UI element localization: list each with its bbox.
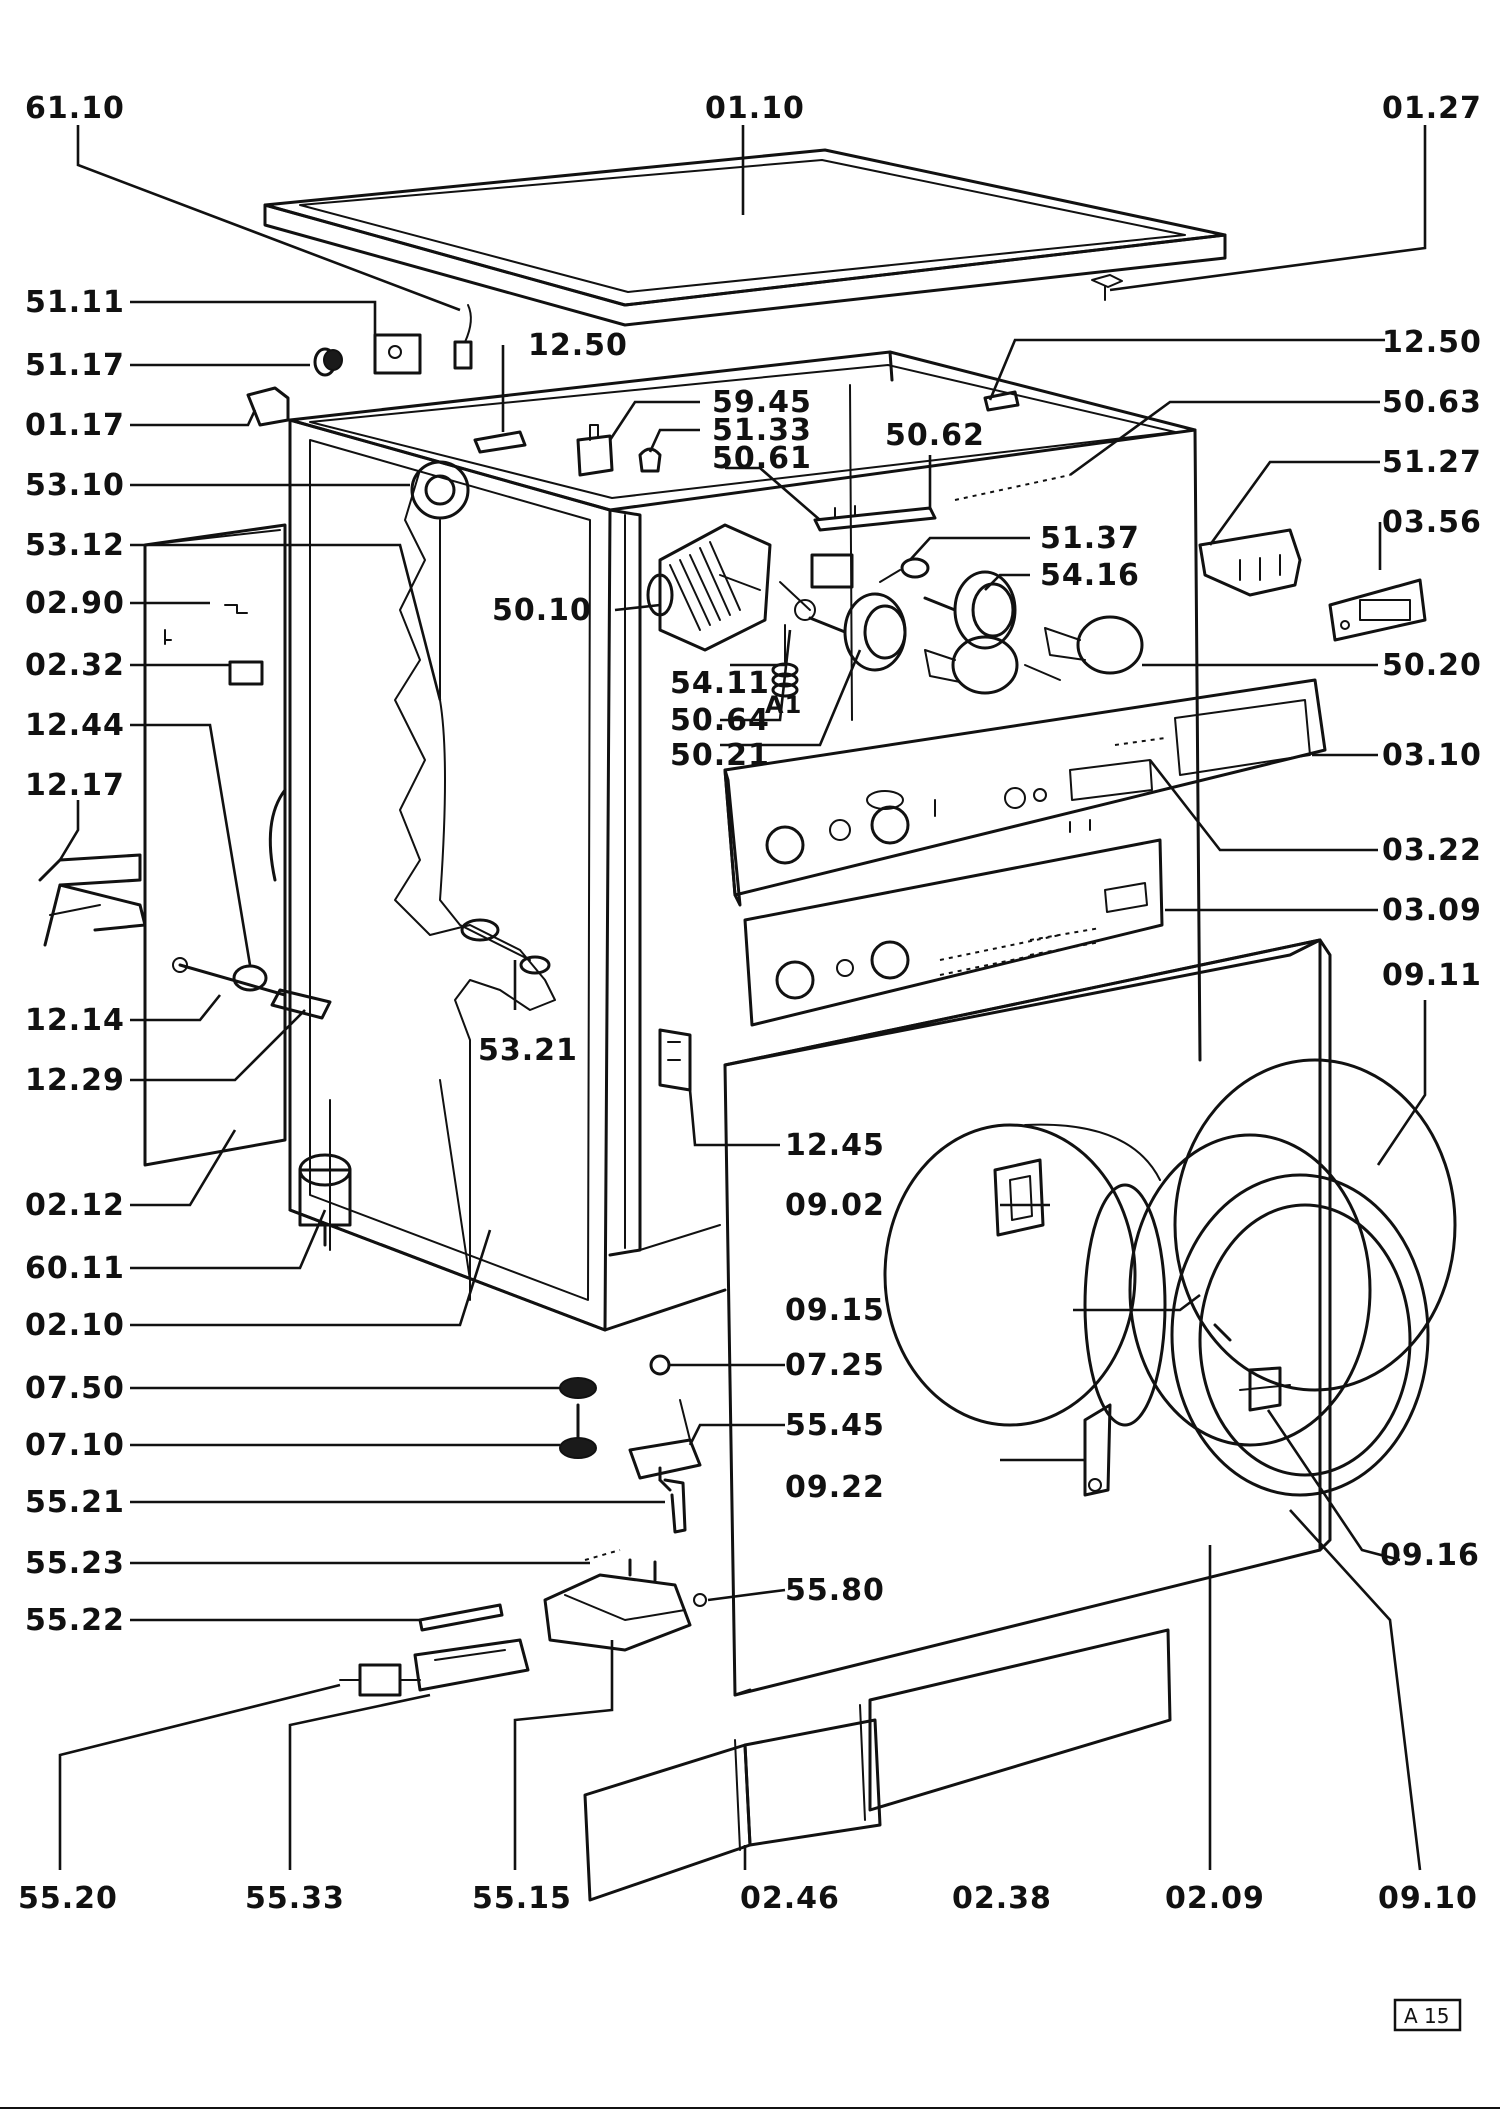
kickplates — [583, 1628, 1172, 1902]
hinge — [658, 1028, 692, 1092]
label-02-90: 02.90 — [25, 586, 125, 621]
label-02-32: 02.32 — [25, 648, 125, 683]
label-01-17: 01.17 — [25, 408, 125, 443]
label-09-11: 09.11 — [1382, 958, 1482, 993]
callout-labels: 61.10 01.10 01.27 51.11 51.17 01.17 53.1… — [18, 91, 1482, 1916]
page-badge: A 15 — [1393, 1998, 1462, 2032]
label-55-21: 55.21 — [25, 1485, 125, 1520]
label-55-15: 55.15 — [472, 1881, 572, 1916]
control-rods — [813, 474, 1071, 532]
label-09-15: 09.15 — [785, 1293, 885, 1328]
door-link — [1083, 1403, 1112, 1497]
label-51-27: 51.27 — [1382, 445, 1482, 480]
label-50-10: 50.10 — [492, 593, 592, 628]
feet — [559, 1354, 671, 1459]
label-09-16: 09.16 — [1380, 1538, 1480, 1573]
label-55-20: 55.20 — [18, 1881, 118, 1916]
label-51-11: 51.11 — [25, 285, 125, 320]
hinge-parts — [172, 957, 332, 1020]
label-50-61: 50.61 — [712, 441, 812, 476]
label-12-50-right: 12.50 — [1382, 325, 1482, 360]
label-12-17: 12.17 — [25, 768, 125, 803]
fascia-panel — [743, 838, 1164, 1027]
door-assembly — [1083, 1058, 1457, 1497]
label-03-22: 03.22 — [1382, 833, 1482, 868]
label-50-20: 50.20 — [1382, 648, 1482, 683]
label-51-37: 51.37 — [1040, 521, 1140, 556]
parts-artwork — [38, 148, 1457, 1902]
cabinet — [288, 350, 1202, 1332]
label-55-80: 55.80 — [785, 1573, 885, 1608]
connector-block — [1198, 528, 1302, 597]
label-02-46: 02.46 — [740, 1881, 840, 1916]
label-02-38: 02.38 — [952, 1881, 1052, 1916]
label-09-22: 09.22 — [785, 1470, 885, 1505]
label-50-62: 50.62 — [885, 418, 985, 453]
label-03-56: 03.56 — [1382, 505, 1482, 540]
label-53-12: 53.12 — [25, 528, 125, 563]
control-knobs — [808, 570, 1144, 695]
label-a1: A1 — [765, 691, 802, 719]
front-panel — [723, 938, 1332, 1697]
top-clips — [473, 390, 1020, 477]
label-54-11: 54.11 — [670, 666, 770, 701]
label-07-10: 07.10 — [25, 1428, 125, 1463]
door-latch-parts — [339, 1399, 707, 1697]
pressure-switch — [410, 460, 551, 975]
label-01-10: 01.10 — [705, 91, 805, 126]
door-lock — [993, 1158, 1045, 1237]
cutaway-edge — [394, 469, 556, 1301]
label-09-10: 09.10 — [1378, 1881, 1478, 1916]
label-50-64: 50.64 — [670, 703, 770, 738]
label-59-45: 59.45 — [712, 385, 812, 420]
lid-clip — [1091, 274, 1123, 301]
label-51-17: 51.17 — [25, 348, 125, 383]
label-12-50-left: 12.50 — [528, 328, 628, 363]
label-53-21: 53.21 — [478, 1033, 578, 1068]
label-12-45: 12.45 — [785, 1128, 885, 1163]
label-50-21: 50.21 — [670, 738, 770, 773]
control-panel — [723, 678, 1327, 907]
bracket — [38, 853, 147, 947]
label-03-10: 03.10 — [1382, 738, 1482, 773]
selector-switch — [779, 553, 930, 621]
label-02-09: 02.09 — [1165, 1881, 1265, 1916]
label-55-22: 55.22 — [25, 1603, 125, 1638]
label-54-16: 54.16 — [1040, 558, 1140, 593]
label-55-33: 55.33 — [245, 1881, 345, 1916]
label-02-12: 02.12 — [25, 1188, 125, 1223]
label-55-45: 55.45 — [785, 1408, 885, 1443]
label-55-23: 55.23 — [25, 1546, 125, 1581]
label-09-02: 09.02 — [785, 1188, 885, 1223]
label-02-10: 02.10 — [25, 1308, 125, 1343]
label-01-27: 01.27 — [1382, 91, 1482, 126]
filter-part — [298, 1153, 352, 1247]
label-60-11: 60.11 — [25, 1251, 125, 1286]
badge-label: A 15 — [1404, 2004, 1450, 2028]
small-clips — [164, 604, 264, 686]
label-12-44: 12.44 — [25, 708, 125, 743]
top-lid — [263, 148, 1227, 327]
display-module — [1328, 578, 1427, 642]
upper-left-parts — [246, 304, 473, 427]
label-50-63: 50.63 — [1382, 385, 1482, 420]
leader-lines — [58, 125, 1427, 1871]
label-53-10: 53.10 — [25, 468, 125, 503]
label-07-25: 07.25 — [785, 1348, 885, 1383]
program-timer — [646, 523, 772, 652]
label-12-29: 12.29 — [25, 1063, 125, 1098]
rear-panel — [143, 523, 287, 1167]
label-07-50: 07.50 — [25, 1371, 125, 1406]
label-61-10: 61.10 — [25, 91, 125, 126]
label-12-14: 12.14 — [25, 1003, 125, 1038]
label-03-09: 03.09 — [1382, 893, 1482, 928]
label-51-33: 51.33 — [712, 413, 812, 448]
